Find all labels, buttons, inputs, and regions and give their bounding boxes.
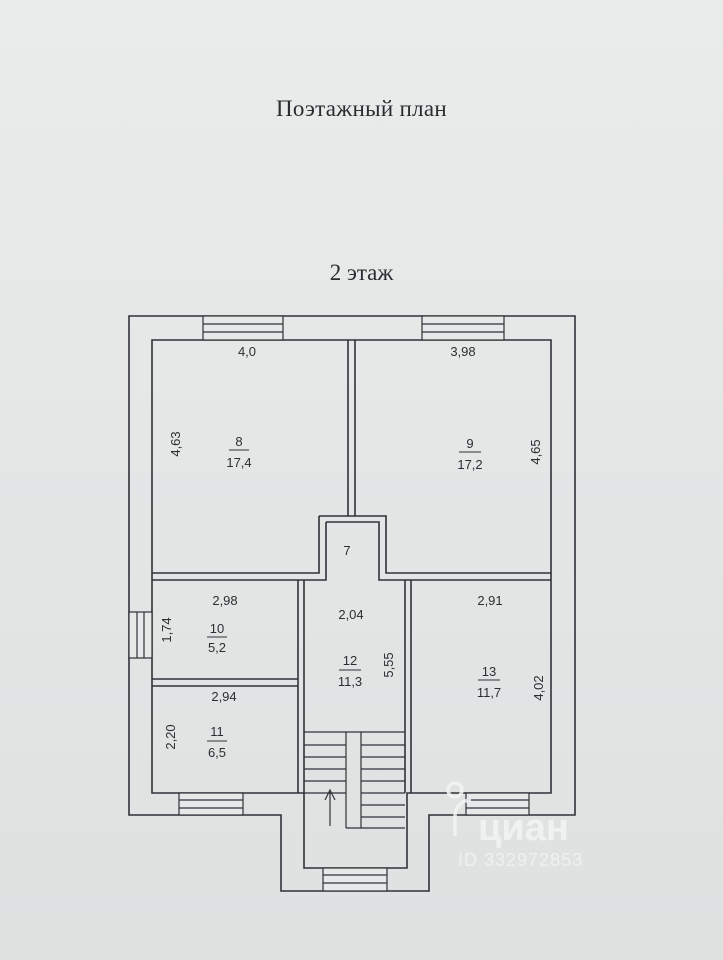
page-title: Поэтажный план xyxy=(275,96,448,121)
room-9-number: 9 xyxy=(466,436,473,451)
wall-room-7 xyxy=(319,515,551,574)
room-11-length: 2,20 xyxy=(163,724,178,749)
room-9-length: 4,65 xyxy=(528,439,543,464)
room-9-area: 17,2 xyxy=(457,457,482,472)
cian-logo-icon xyxy=(446,781,472,836)
room-10-number: 10 xyxy=(210,621,224,636)
room-13-width: 2,91 xyxy=(477,593,502,608)
room-9-width: 3,98 xyxy=(450,344,475,359)
room-12-number: 12 xyxy=(343,653,357,668)
room-11-width: 2,94 xyxy=(211,689,236,704)
room-8-number: 8 xyxy=(235,434,242,449)
window-top-right xyxy=(421,315,505,341)
cian-watermark: циан ID 332972853 xyxy=(446,781,583,870)
room-10-length: 1,74 xyxy=(159,617,174,642)
window-bottom-left xyxy=(178,792,244,816)
room-12-length: 5,55 xyxy=(381,652,396,677)
stairs xyxy=(304,731,405,829)
room-8-width: 4,0 xyxy=(238,344,256,359)
room-12-width: 2,04 xyxy=(338,607,363,622)
room-7-number: 7 xyxy=(343,543,350,558)
room-13-area: 11,7 xyxy=(477,685,501,700)
room-12-area: 11,3 xyxy=(338,674,362,689)
room-8-area: 17,4 xyxy=(226,455,251,470)
room-10-width: 2,98 xyxy=(212,593,237,608)
window-stair xyxy=(322,867,388,892)
room-8-length: 4,63 xyxy=(168,431,183,456)
room-13-number: 13 xyxy=(482,664,496,679)
window-top-left xyxy=(202,315,284,341)
room-11-number: 11 xyxy=(210,724,224,739)
room-11-area: 6,5 xyxy=(208,745,226,760)
watermark-id: ID 332972853 xyxy=(458,850,583,870)
floor-label: 2 этаж xyxy=(329,260,394,285)
room-13-length: 4,02 xyxy=(531,675,546,700)
window-left xyxy=(128,611,153,659)
window-bottom-right xyxy=(465,792,530,816)
room-10-area: 5,2 xyxy=(208,640,226,655)
watermark-brand: циан xyxy=(478,807,569,849)
